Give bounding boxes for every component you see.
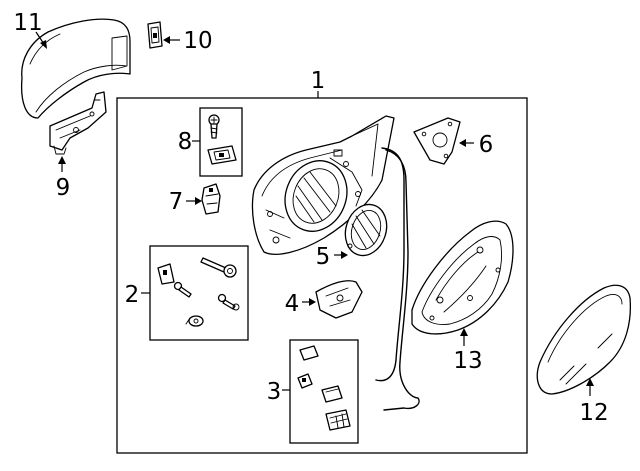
callout-12-arrow — [586, 378, 594, 386]
callout-2: 2 — [125, 282, 140, 308]
part-6-gasket — [413, 117, 461, 165]
callout-7: 7 — [169, 189, 184, 215]
callout-11-arrow — [40, 40, 47, 49]
callout-4: 4 — [285, 291, 300, 317]
callout-8: 8 — [178, 129, 193, 155]
callout-5: 5 — [316, 244, 331, 270]
part-8-screw-connector — [207, 114, 237, 165]
callout-9: 9 — [56, 175, 71, 201]
hardware-box-3 — [289, 339, 359, 444]
callout-7-arrow — [195, 197, 202, 205]
part-12-mirror-glass — [536, 284, 632, 395]
part-2-hardware — [157, 257, 240, 327]
callout-11: 11 — [13, 10, 42, 36]
callout-10: 10 — [183, 28, 212, 54]
callout-13: 13 — [453, 348, 482, 374]
part-13-backing-plate — [411, 220, 514, 335]
part-5-motor — [344, 203, 388, 257]
part-7-connector — [201, 183, 221, 215]
callout-1: 1 — [311, 68, 326, 94]
callout-6-arrow — [459, 139, 466, 147]
callout-3: 3 — [267, 379, 282, 405]
part-9-lamp-bracket — [49, 91, 107, 155]
callout-10-arrow — [163, 36, 170, 44]
part-1-mirror-housing — [251, 115, 395, 255]
callout-6: 6 — [479, 132, 494, 158]
assembly-frame — [116, 97, 528, 454]
hardware-box-8 — [199, 107, 243, 177]
callout-9-arrow — [58, 156, 66, 164]
callout-4-arrow — [309, 298, 316, 306]
part-10-clip — [147, 21, 163, 49]
callout-12: 12 — [579, 400, 608, 426]
part-3-connectors — [297, 345, 351, 431]
callout-5-arrow — [341, 251, 348, 259]
part-4-cover — [315, 280, 363, 319]
callout-13-arrow — [460, 328, 468, 336]
part-11-mirror-cap — [20, 18, 131, 119]
